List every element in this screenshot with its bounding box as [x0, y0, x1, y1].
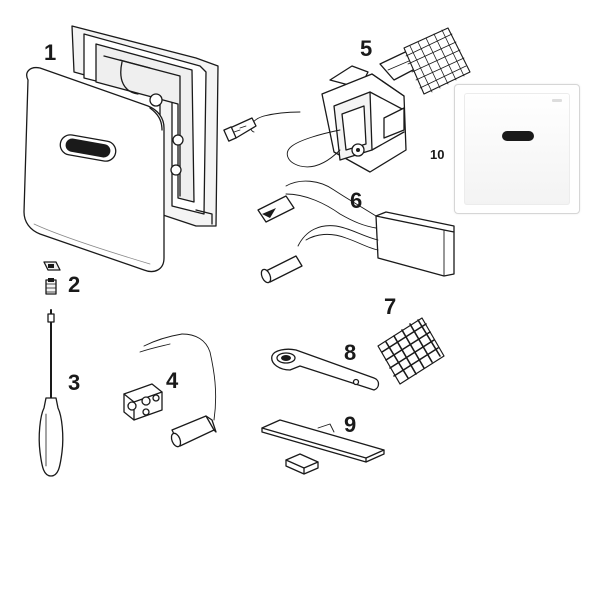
key	[271, 348, 380, 391]
photo-sensor-window	[502, 131, 534, 141]
part-label-strainer: 7	[384, 294, 397, 319]
part-label-terminal-block: 4	[166, 368, 179, 393]
part-label-cover-plate: 1	[44, 40, 57, 65]
screwdriver	[38, 309, 64, 477]
part-label-mounting-template: 9	[344, 412, 357, 437]
control-electronics	[257, 180, 455, 284]
photo-logo	[552, 99, 562, 102]
part-label-key: 8	[344, 340, 357, 365]
mounting-frame	[71, 25, 219, 227]
part-label-solenoid-valve: 5	[360, 36, 373, 61]
solenoid-valve	[223, 27, 471, 173]
part-label-control-electronics: 6	[350, 188, 363, 213]
product-photo	[454, 84, 580, 214]
photo-cover-plate	[464, 93, 570, 205]
cover-plate	[23, 66, 165, 273]
terminal-block	[123, 333, 217, 448]
part-label-fixing-screw: 2	[68, 272, 81, 297]
mounting-template	[261, 419, 385, 475]
fixing-screw	[43, 261, 61, 295]
strainer	[377, 317, 445, 385]
part-label-screwdriver: 3	[68, 370, 81, 395]
part-label-product-photo: 10	[430, 147, 445, 162]
